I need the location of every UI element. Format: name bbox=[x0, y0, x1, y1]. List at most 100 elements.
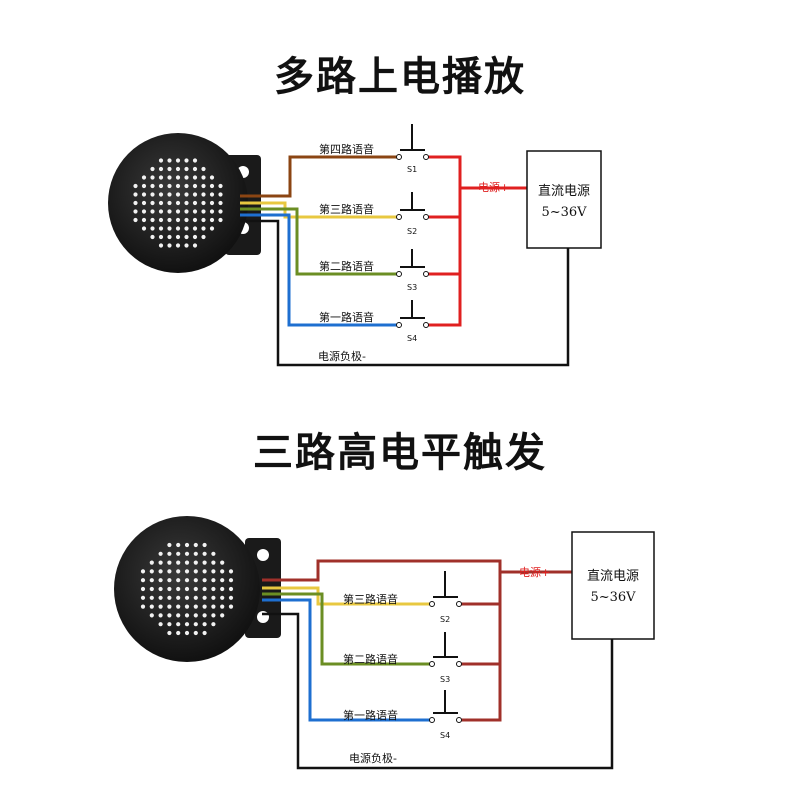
speaker-grille-hole bbox=[133, 200, 138, 206]
top-psu-voltage: 5~36V bbox=[541, 205, 587, 220]
top-switch-s2[interactable]: S2 bbox=[396, 192, 429, 236]
speaker-grille-hole bbox=[167, 234, 172, 240]
speaker-grille-hole bbox=[175, 234, 181, 240]
speaker-grille-hole bbox=[140, 595, 146, 600]
speaker-grille-hole bbox=[167, 200, 172, 206]
top-switch-label: S3 bbox=[407, 283, 417, 292]
speaker-grille-hole bbox=[193, 613, 198, 618]
speaker-grille-hole bbox=[202, 586, 207, 592]
speaker-grille-hole bbox=[167, 595, 172, 600]
top-wires bbox=[240, 155, 570, 367]
speaker-grille-hole bbox=[158, 192, 164, 197]
top-diagram-title: 多路上电播放 bbox=[274, 54, 526, 100]
speaker-grille-hole bbox=[184, 604, 190, 609]
speaker-grille-hole bbox=[201, 200, 206, 206]
speaker-grille-hole bbox=[184, 630, 190, 636]
speaker-grille-hole bbox=[184, 622, 190, 627]
speaker-grille-hole bbox=[167, 586, 172, 592]
speaker-grille-hole bbox=[141, 183, 147, 189]
bottom-wire-negative bbox=[262, 612, 614, 770]
speaker-grille-hole bbox=[149, 595, 154, 600]
speaker-grille-hole bbox=[175, 226, 181, 231]
top-wire-brown bbox=[240, 155, 397, 198]
top-psu-name: 直流电源 bbox=[538, 184, 590, 199]
speaker-grille-hole bbox=[220, 595, 225, 600]
speaker-grille-hole bbox=[201, 226, 206, 231]
speaker-grille-hole bbox=[193, 622, 198, 627]
speaker-grille-hole bbox=[220, 569, 225, 574]
speaker-grille-hole bbox=[141, 226, 147, 231]
speaker-grille-hole bbox=[218, 200, 223, 206]
speaker-grille-hole bbox=[140, 578, 146, 583]
speaker-grille-hole bbox=[202, 542, 207, 548]
speaker-grille-hole bbox=[193, 595, 198, 600]
speaker-grille-hole bbox=[192, 175, 198, 180]
speaker-grille-hole bbox=[193, 542, 198, 548]
speaker-grille-hole bbox=[176, 551, 181, 556]
speaker-grille-hole bbox=[228, 578, 234, 583]
speaker-grille-hole bbox=[192, 158, 198, 163]
speaker-grille-hole bbox=[184, 578, 190, 583]
top-wire-positive-bus bbox=[428, 155, 462, 327]
speaker-grille-hole bbox=[192, 243, 198, 248]
speaker-grille-hole bbox=[220, 613, 225, 618]
speaker-grille-hole bbox=[184, 217, 189, 223]
speaker-grille-hole bbox=[133, 183, 138, 189]
speaker-grille-hole bbox=[175, 192, 181, 197]
top-switch-s3[interactable]: S3 bbox=[396, 249, 429, 292]
speaker-grille-hole bbox=[158, 226, 164, 231]
top-switch-s1[interactable]: S1 bbox=[396, 124, 429, 174]
speaker-grille-hole bbox=[211, 586, 216, 592]
speaker-grille-hole bbox=[184, 158, 189, 163]
top-switch-s4[interactable]: S4 bbox=[396, 300, 429, 343]
bottom-switch-label: S2 bbox=[440, 615, 450, 624]
top-power-negative-label: 电源负极- bbox=[318, 349, 366, 363]
bottom-switch-s2[interactable]: S2 bbox=[429, 571, 462, 624]
speaker-grille-hole bbox=[184, 175, 189, 180]
bottom-speaker-module bbox=[114, 516, 281, 662]
speaker-grille-hole bbox=[141, 175, 147, 180]
bottom-bracket-hole bbox=[257, 549, 269, 561]
speaker-grille-hole bbox=[209, 200, 215, 206]
speaker-grille-hole bbox=[184, 209, 189, 214]
speaker-grille-hole bbox=[192, 200, 198, 206]
speaker-grille-hole bbox=[141, 192, 147, 197]
speaker-grille-hole bbox=[158, 217, 164, 223]
speaker-grille-hole bbox=[158, 569, 163, 574]
speaker-grille-hole bbox=[167, 158, 172, 163]
speaker-grille-hole bbox=[193, 586, 198, 592]
speaker-grille-hole bbox=[158, 234, 164, 240]
speaker-grille-hole bbox=[167, 192, 172, 197]
top-power-supply: 直流电源 5~36V bbox=[526, 150, 602, 249]
speaker-grille-hole bbox=[184, 613, 190, 618]
speaker-grille-hole bbox=[141, 217, 147, 223]
speaker-grille-hole bbox=[158, 560, 163, 565]
bottom-voice-label: 第三路语音 bbox=[343, 592, 398, 606]
speaker-grille-hole bbox=[149, 560, 154, 565]
speaker-grille-hole bbox=[201, 234, 206, 240]
speaker-grille-hole bbox=[220, 586, 225, 592]
speaker-grille-hole bbox=[193, 604, 198, 609]
speaker-grille-hole bbox=[176, 604, 181, 609]
speaker-grille-hole bbox=[176, 586, 181, 592]
speaker-grille-hole bbox=[176, 630, 181, 636]
speaker-grille-hole bbox=[175, 158, 181, 163]
speaker-grille-hole bbox=[140, 569, 146, 574]
speaker-grille-hole bbox=[167, 183, 172, 189]
speaker-grille-hole bbox=[133, 217, 138, 223]
bottom-switch-s4[interactable]: S4 bbox=[429, 690, 462, 740]
bottom-switch-s3[interactable]: S3 bbox=[429, 632, 462, 684]
speaker-grille-hole bbox=[201, 166, 206, 172]
speaker-grille-hole bbox=[158, 209, 164, 214]
speaker-grille-hole bbox=[201, 209, 206, 214]
speaker-grille-hole bbox=[209, 183, 215, 189]
speaker-grille-hole bbox=[192, 226, 198, 231]
speaker-grille-hole bbox=[167, 613, 172, 618]
speaker-grille-hole bbox=[149, 578, 154, 583]
speaker-grille-hole bbox=[184, 560, 190, 565]
speaker-grille-hole bbox=[149, 613, 154, 618]
speaker-grille-hole bbox=[175, 243, 181, 248]
speaker-grille-hole bbox=[167, 226, 172, 231]
top-voice-label: 第一路语音 bbox=[319, 310, 374, 324]
speaker-grille-hole bbox=[175, 209, 181, 214]
